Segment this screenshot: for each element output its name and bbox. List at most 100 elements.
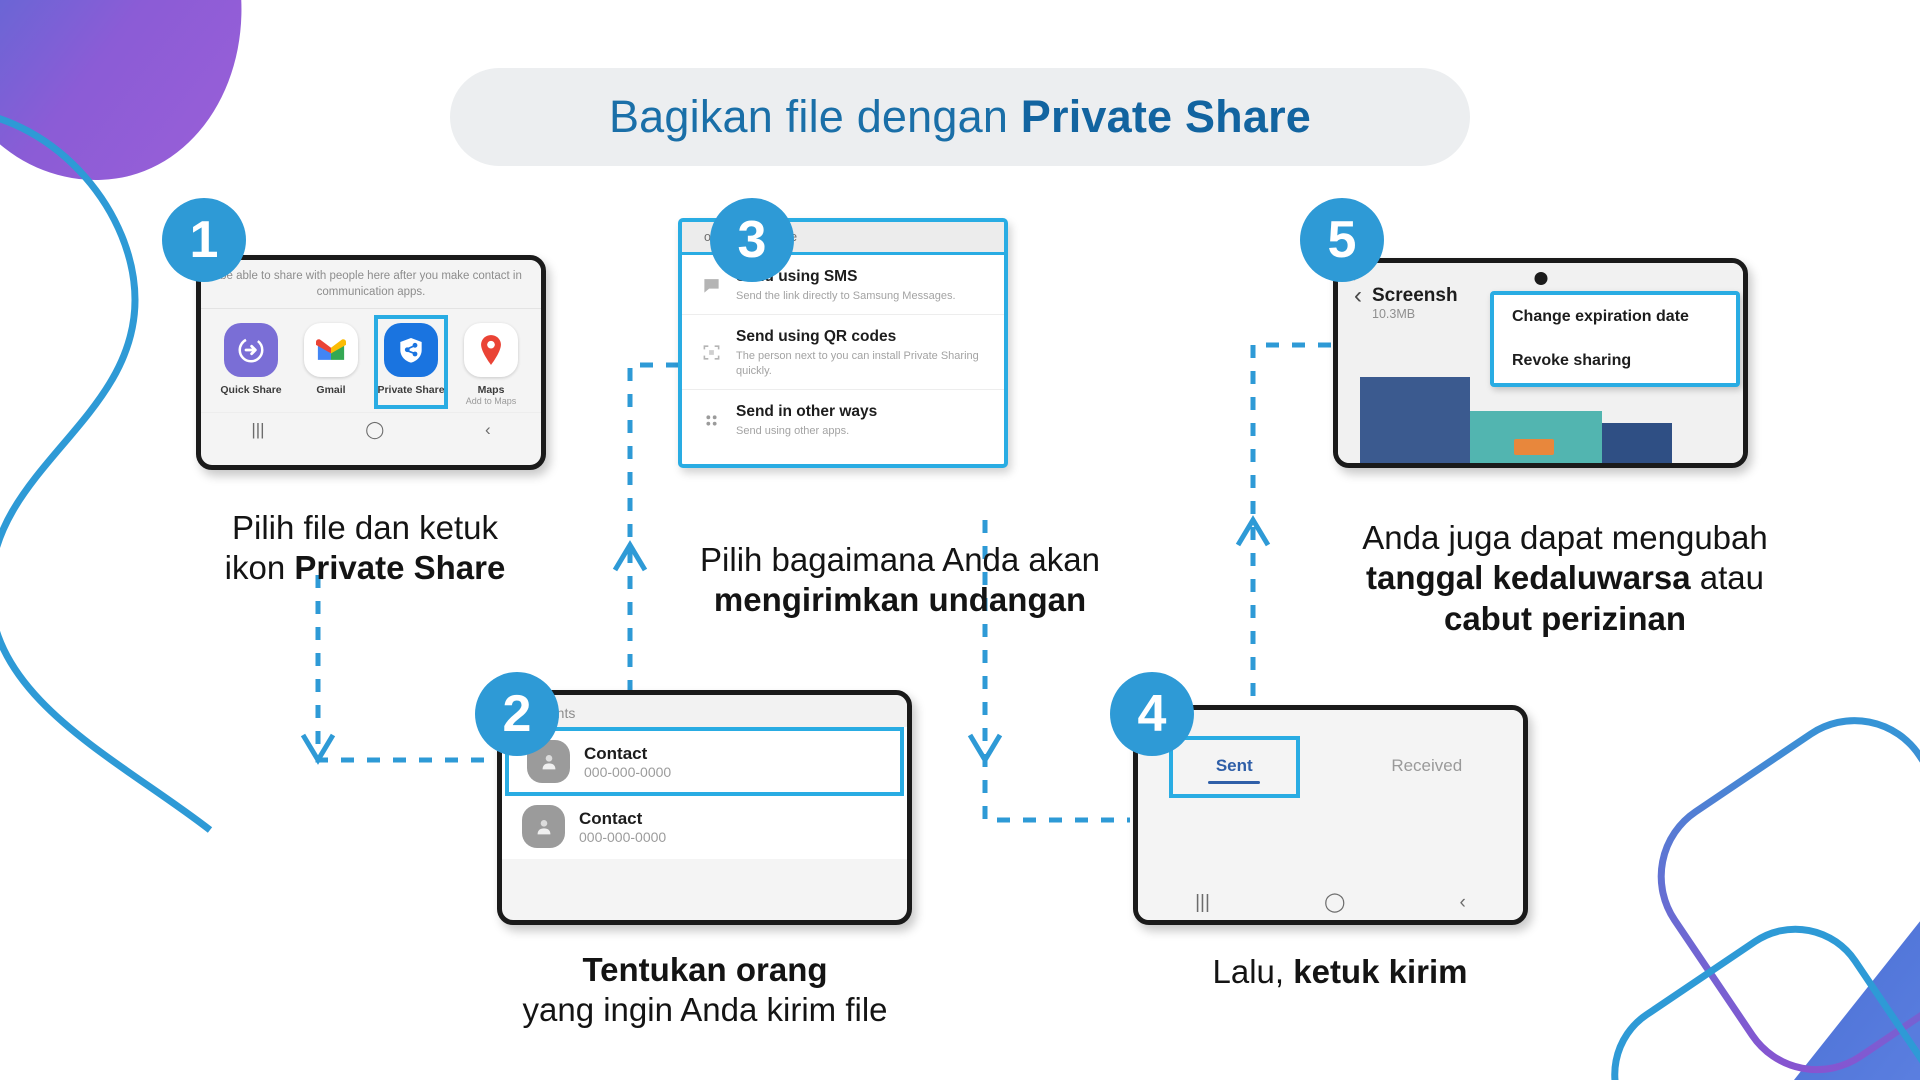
recents-header: Recents <box>502 695 907 727</box>
contact-phone: 000-000-0000 <box>584 764 672 781</box>
context-menu: Change expiration date Revoke sharing <box>1490 291 1740 387</box>
invite-option-sms-subtitle: Send the link directly to Samsung Messag… <box>736 290 956 303</box>
transfer-tabs: Sent Received <box>1138 710 1523 798</box>
contact-name: Contact <box>584 743 648 763</box>
grid-dots-icon <box>700 402 722 439</box>
thumbnail-3 <box>1602 423 1672 463</box>
step-badge-2-label: 2 <box>502 685 532 743</box>
app-maps-label: Maps <box>477 384 505 397</box>
menu-item-revoke-sharing[interactable]: Revoke sharing <box>1512 352 1632 369</box>
app-maps[interactable]: Maps Add to Maps <box>451 323 531 406</box>
invite-option-other-title: Send in other ways <box>736 402 878 420</box>
tab-sent[interactable]: Sent <box>1138 736 1331 798</box>
caption-2-line-1: Tentukan orang <box>420 950 990 990</box>
invite-option-other-subtitle: Send using other apps. <box>736 424 850 437</box>
caption-3-line-2: mengirimkan undangan <box>620 580 1180 620</box>
share-sheet-app-row: Quick Share Gmail <box>201 308 541 413</box>
caption-1-line-2: ikon Private Share <box>155 548 575 588</box>
caption-5-line-1: Anda juga dapat mengubah <box>1362 519 1768 556</box>
caption-4-bold: ketuk kirim <box>1293 953 1468 990</box>
home-icon[interactable]: ◯ <box>1324 892 1346 913</box>
caption-step-2: Tentukan orang yang ingin Anda kirim fil… <box>420 950 990 1031</box>
step-badge-3: 3 <box>710 198 794 282</box>
caption-2-bold: Tentukan orang <box>582 951 828 988</box>
thumbnail-2 <box>1470 411 1602 463</box>
private-share-icon <box>384 323 438 378</box>
camera-punch-hole <box>1534 272 1547 285</box>
caption-1-plain: ikon <box>224 549 295 587</box>
caption-5-plain: atau <box>1690 559 1765 597</box>
step-1-screenshot: be able to share with people here after … <box>196 255 546 470</box>
caption-5-line-2: tanggal kedaluwarsa atau <box>1280 558 1850 598</box>
file-size: 10.3MB <box>1372 306 1416 321</box>
page-title-prefix: Bagikan file dengan <box>608 91 1021 142</box>
caption-2-line-2: yang ingin Anda kirim file <box>522 991 888 1029</box>
app-private-share-label: Private Share <box>377 384 445 397</box>
app-private-share[interactable]: Private Share <box>371 315 451 410</box>
caption-step-5: Anda juga dapat mengubah tanggal kedaluw… <box>1280 518 1850 639</box>
back-chevron-icon[interactable]: ‹ <box>1354 282 1362 309</box>
step-badge-1: 1 <box>162 198 246 282</box>
tab-received[interactable]: Received <box>1331 746 1524 798</box>
caption-step-4: Lalu, ketuk kirim <box>1060 952 1620 992</box>
invite-option-qr-title: Send using QR codes <box>736 327 897 345</box>
quick-share-icon <box>224 323 278 378</box>
contact-row[interactable]: Contact 000-000-0000 <box>502 794 907 859</box>
caption-3-line-1: Pilih bagaimana Anda akan <box>700 541 1100 578</box>
contact-list: Contact 000-000-0000 Contact 000-000-000… <box>502 727 907 859</box>
page-title-highlight: Private Share <box>1020 91 1312 142</box>
recents-icon[interactable]: ||| <box>251 419 265 439</box>
menu-item-change-expiration[interactable]: Change expiration date <box>1512 308 1689 325</box>
contact-phone: 000-000-0000 <box>579 829 667 846</box>
step-badge-5: 5 <box>1300 198 1384 282</box>
file-detail-screen: ▾ ‹ Screensh 10.3MB Change expiration da… <box>1338 263 1743 463</box>
qr-scan-icon <box>700 327 722 379</box>
caption-1-line-1: Pilih file dan ketuk <box>232 509 498 546</box>
step-badge-5-label: 5 <box>1327 211 1357 269</box>
contact-row-selected[interactable]: Contact 000-000-0000 <box>505 727 904 796</box>
avatar-icon <box>522 805 565 848</box>
caption-step-1: Pilih file dan ketuk ikon Private Share <box>155 508 575 589</box>
android-nav-bar-step1: ||| ◯ ‹ <box>201 412 541 447</box>
step-badge-4: 4 <box>1110 672 1194 756</box>
share-sheet-hint: be able to share with people here after … <box>201 260 541 309</box>
caption-5-bold-1: tanggal kedaluwarsa <box>1365 559 1691 597</box>
file-title: Screensh <box>1372 285 1458 306</box>
thumbnail-chip <box>1514 439 1554 455</box>
gmail-icon <box>304 323 358 378</box>
message-bubble-icon <box>700 267 722 304</box>
file-thumbnails <box>1360 377 1672 463</box>
file-detail-header: ‹ Screensh 10.3MB <box>1338 263 1743 321</box>
page-title: Bagikan file dengan Private Share <box>609 91 1311 143</box>
invite-option-qr[interactable]: Send using QR codes The person next to y… <box>682 315 1004 390</box>
android-nav-bar-step4: ||| ◯ ‹ <box>1138 891 1523 914</box>
recents-icon[interactable]: ||| <box>1195 891 1210 913</box>
step-badge-2: 2 <box>475 672 559 756</box>
step-4-screenshot: Sent Received ||| ◯ ‹ <box>1133 705 1528 925</box>
thumbnail-1 <box>1360 377 1470 463</box>
app-gmail[interactable]: Gmail <box>291 323 371 406</box>
back-icon[interactable]: ‹ <box>1459 891 1466 913</box>
caption-5-line-3: cabut perizinan <box>1280 599 1850 639</box>
back-icon[interactable]: ‹ <box>484 419 491 439</box>
app-maps-sublabel: Add to Maps <box>465 396 517 407</box>
step-5-screenshot: ▾ ‹ Screensh 10.3MB Change expiration da… <box>1333 258 1748 468</box>
home-icon[interactable]: ◯ <box>365 419 385 439</box>
sent-received-screen: Sent Received ||| ◯ ‹ <box>1138 710 1523 920</box>
tab-sent-label: Sent <box>1215 756 1253 775</box>
invite-option-other[interactable]: Send in other ways Send using other apps… <box>682 390 1004 449</box>
app-quick-share[interactable]: Quick Share <box>211 323 291 406</box>
invite-option-qr-subtitle: The person next to you can install Priva… <box>736 350 979 377</box>
caption-4-plain: Lalu, <box>1212 953 1294 990</box>
caption-4-line-1: Lalu, ketuk kirim <box>1060 952 1620 992</box>
contact-name: Contact <box>579 808 643 828</box>
tab-active-indicator <box>1208 781 1261 784</box>
page-title-pill: Bagikan file dengan Private Share <box>450 68 1470 166</box>
step-badge-3-label: 3 <box>737 211 767 269</box>
app-quick-share-label: Quick Share <box>220 384 282 397</box>
step-badge-1-label: 1 <box>189 211 219 269</box>
caption-step-3: Pilih bagaimana Anda akan mengirimkan un… <box>620 540 1180 621</box>
step-2-screenshot: Recents Contact 000-000-0000 Contact 000… <box>497 690 912 925</box>
caption-1-bold: Private Share <box>294 549 506 587</box>
